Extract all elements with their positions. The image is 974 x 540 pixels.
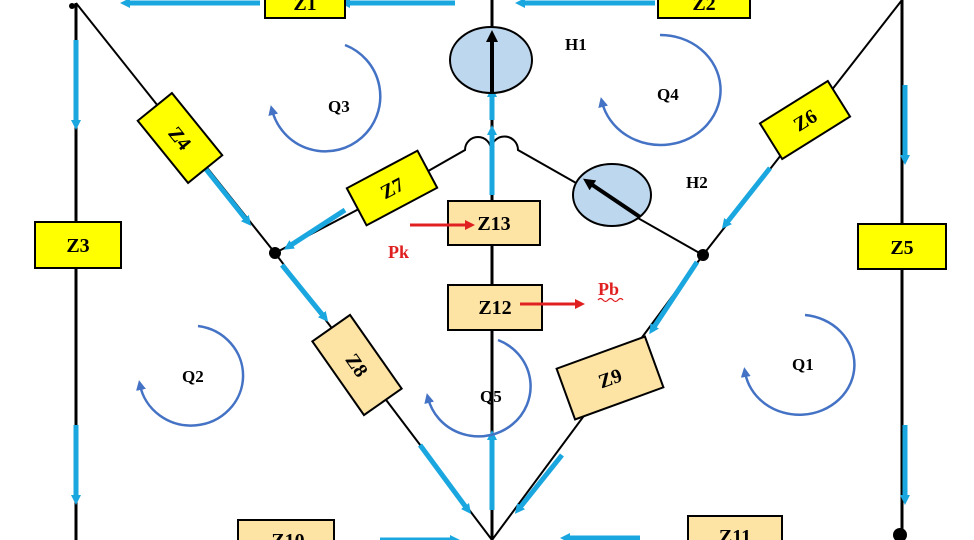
element-z6: Z6 bbox=[758, 79, 852, 161]
junctions bbox=[69, 3, 907, 540]
svg-text:Z12: Z12 bbox=[478, 297, 511, 319]
loop-q1-arrow bbox=[740, 313, 856, 416]
loop-q2-arrow bbox=[136, 324, 245, 427]
svg-text:Z10: Z10 bbox=[271, 530, 304, 540]
flow-arrow-node-to-z8 bbox=[280, 263, 329, 322]
junction-top-left bbox=[69, 3, 75, 9]
pump-h1 bbox=[449, 26, 533, 94]
svg-text:Z2: Z2 bbox=[692, 0, 715, 15]
junction-right bbox=[697, 249, 709, 261]
svg-text:Z3: Z3 bbox=[66, 235, 89, 257]
loop-q5-arrow bbox=[424, 338, 532, 438]
flow-arrows bbox=[71, 0, 910, 540]
loop-q3-label: Q3 bbox=[328, 97, 350, 116]
junction-bottom-right bbox=[893, 528, 907, 540]
element-z13: Z13 bbox=[447, 200, 541, 246]
loop-q3-arrow bbox=[268, 43, 382, 153]
pump-h2 bbox=[572, 163, 652, 227]
element-z1: Z1 bbox=[264, 0, 346, 19]
pk-label: Pk bbox=[388, 242, 409, 262]
element-z10: Z10 bbox=[237, 519, 335, 540]
flow-arrow-node-to-z9 bbox=[649, 260, 700, 335]
junction-left bbox=[269, 247, 281, 259]
svg-text:Z11: Z11 bbox=[719, 526, 751, 540]
loop-q4-label: Q4 bbox=[657, 85, 679, 104]
element-z9: Z9 bbox=[555, 335, 665, 421]
loop-q5-label: Q5 bbox=[480, 387, 502, 406]
pump-h1-label: H1 bbox=[565, 35, 587, 54]
flow-arrow-z6-to-node bbox=[721, 166, 772, 229]
loop-q4-arrow bbox=[598, 33, 722, 147]
element-z7: Z7 bbox=[345, 149, 439, 227]
loop-q2-label: Q2 bbox=[182, 367, 204, 386]
flow-arrow-z9-to-bottom bbox=[514, 453, 564, 514]
loop-arrows bbox=[136, 33, 856, 438]
svg-text:Z5: Z5 bbox=[890, 237, 913, 259]
flow-arrow-z4-to-node bbox=[203, 166, 252, 226]
element-z5: Z5 bbox=[857, 223, 947, 270]
svg-text:Z13: Z13 bbox=[477, 213, 510, 235]
element-z12: Z12 bbox=[447, 284, 543, 331]
element-z3: Z3 bbox=[34, 221, 122, 269]
element-z8: Z8 bbox=[310, 313, 404, 417]
element-z11: Z11 bbox=[687, 515, 783, 540]
flow-arrow-z7-to-node bbox=[283, 207, 347, 250]
element-z2: Z2 bbox=[657, 0, 751, 19]
flow-arrow-z8-to-bottom bbox=[417, 443, 471, 515]
pb-label: Pb bbox=[598, 279, 619, 299]
loop-q1-label: Q1 bbox=[792, 355, 814, 374]
pb-squiggle bbox=[597, 297, 624, 303]
svg-text:Z1: Z1 bbox=[293, 0, 316, 15]
pump-h2-label: H2 bbox=[686, 173, 708, 192]
element-z4: Z4 bbox=[136, 91, 224, 185]
